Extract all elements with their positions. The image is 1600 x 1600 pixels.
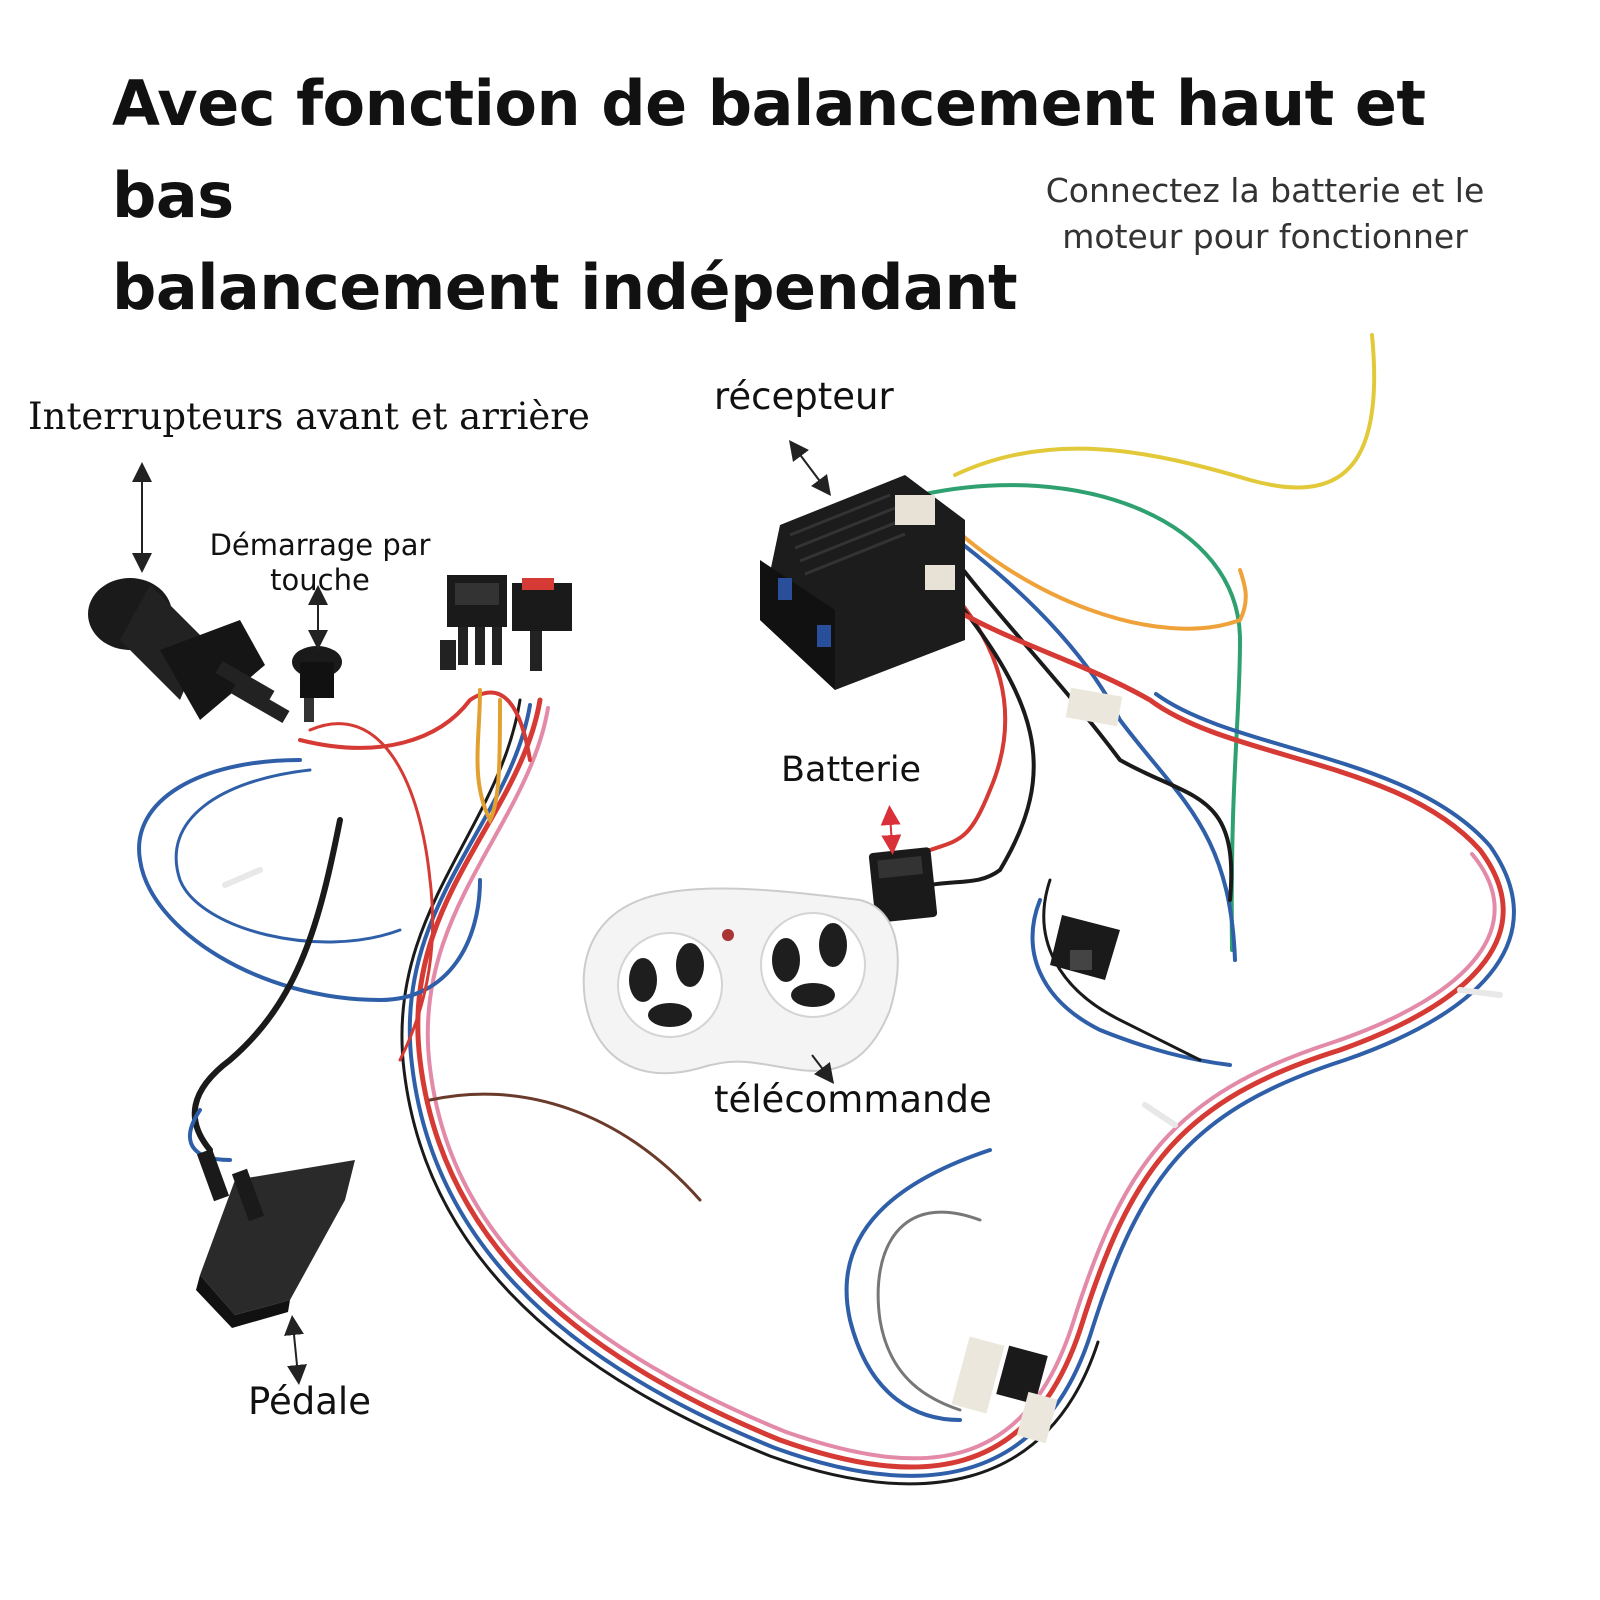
battery-connector (868, 847, 938, 923)
key-start-button (292, 646, 342, 722)
label-remote: télécommande (714, 1078, 992, 1121)
pedal (196, 1148, 355, 1328)
white-connectors (951, 687, 1123, 1444)
gear-shifter (88, 578, 290, 724)
receiver-arrow (789, 440, 831, 496)
page-title: Avec fonction de balancement haut et bas… (112, 58, 1532, 334)
battery-arrow (880, 805, 902, 855)
subtitle-line-2: moteur pour fonctionner (1062, 217, 1468, 256)
label-key-start-line-1: Démarrage par (209, 528, 431, 562)
title-line-2: balancement indépendant (112, 251, 1018, 324)
receiver-box (760, 475, 965, 690)
remote-control (582, 887, 899, 1075)
subtitle-line-1: Connectez la batterie et le (1045, 171, 1485, 210)
title-line-1: Avec fonction de balancement haut et bas (112, 67, 1426, 232)
remote-arrow (811, 1054, 835, 1084)
wire-harness (137, 333, 1516, 1486)
label-key-start: Démarrage par touche (200, 528, 440, 598)
label-battery: Batterie (781, 750, 922, 790)
label-switches: Interrupteurs avant et arrière (28, 395, 590, 438)
label-receiver: récepteur (714, 375, 894, 418)
subtitle: Connectez la batterie et le moteur pour … (1030, 168, 1500, 260)
label-key-start-line-2: touche (270, 563, 370, 597)
rocker-switches (440, 575, 572, 671)
pedal-arrow (284, 1315, 307, 1385)
motor-connector (1050, 915, 1120, 980)
label-pedal: Pédale (248, 1380, 371, 1423)
